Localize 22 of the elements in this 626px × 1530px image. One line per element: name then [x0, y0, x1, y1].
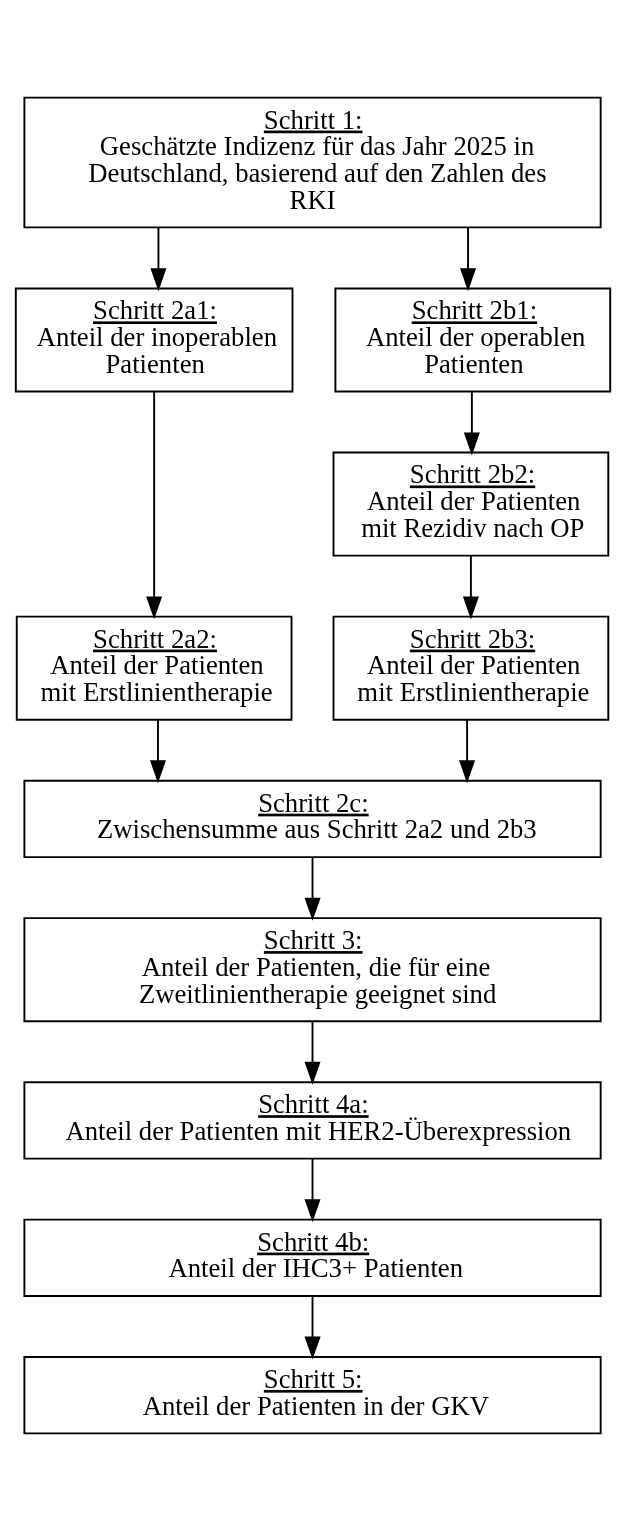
- node-box: Schritt 2b2: Anteil der Patienten mit Rezidiv nach OP: [332, 451, 610, 557]
- node-box: Schritt 4a: Anteil der Patienten mit HER2-Überexpression: [23, 1080, 602, 1160]
- node-box: Schritt 3: Anteil der Patienten, die für eine Zweitlinientherapie geeignet sind: [23, 916, 602, 1022]
- arrow: [304, 1157, 321, 1222]
- arrow: [304, 1294, 321, 1360]
- arrow: [149, 718, 166, 783]
- node-box: Schritt 2a1: Anteil der inoperablen Patienten: [14, 287, 294, 392]
- arrow: [463, 390, 480, 455]
- arrow: [462, 554, 479, 619]
- arrow: [304, 856, 321, 921]
- node-box: Schritt 2b1: Anteil der operablen Patienten: [334, 287, 612, 392]
- node-box: Schritt 4b: Anteil der IHC3+ Patienten: [23, 1218, 602, 1297]
- arrow: [146, 390, 163, 619]
- node-box: Schritt 1: Geschätzte Indizenz für das Jahr 2025 in Deutschland, basierend auf den Zahlen des RKI: [23, 96, 602, 228]
- node-box: Schritt 2a2: Anteil der Patienten mit Erstlinientherapie: [15, 615, 293, 721]
- arrow: [304, 1020, 321, 1085]
- arrow: [150, 226, 167, 291]
- arrow: [459, 718, 476, 783]
- arrow: [460, 226, 477, 291]
- node-box: Schritt 5: Anteil der Patienten in der GKV: [23, 1355, 602, 1434]
- node-box: Schritt 2b3: Anteil der Patienten mit Erstlinientherapie: [332, 615, 610, 721]
- node-box: Schritt 2c: Zwischensumme aus Schritt 2a2 und 2b3: [23, 779, 602, 858]
